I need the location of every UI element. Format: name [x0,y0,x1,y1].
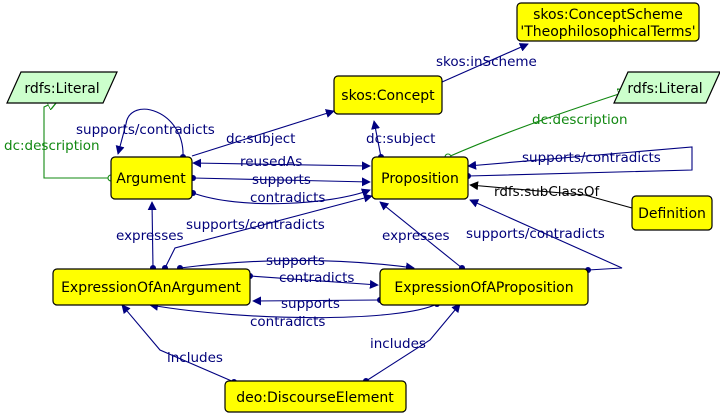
label-supports-expr-upper: supports [266,253,325,269]
node-proposition[interactable]: Proposition [371,156,469,200]
concept-scheme-title: skos:ConceptScheme [533,7,683,23]
edge-argument-self-loop [115,108,184,158]
label-contradicts-expr-lower: contradicts [250,314,325,330]
label-dc-subject-proposition: dc:subject [366,131,435,147]
node-rdfs-literal-left[interactable]: rdfs:Literal [6,71,118,104]
label-supports-expr-lower: supports [281,296,340,312]
node-definition[interactable]: Definition [631,195,713,231]
edge-proposition-self-loop [467,146,693,177]
edge-supports-contradicts-expr-prop [469,199,623,271]
concept-scheme-name: 'TheophilosophicalTerms' [520,24,695,40]
label-contradicts-expr-upper: contradicts [279,270,354,286]
label-supports-arg-prop: supports [252,172,311,188]
definition-label: Definition [638,206,706,222]
edge-dc-subject-argument [191,109,335,157]
label-contradicts-arg-prop: contradicts [250,190,325,206]
edge-labels: skos:inScheme dc:subject dc:subject dc:d… [4,54,661,366]
label-supports-contradicts-expr-prop: supports/contradicts [466,226,605,242]
edge-supports-contradicts-expr-arg [164,193,373,269]
edge-dc-description-left [43,101,111,179]
label-in-scheme: skos:inScheme [436,54,537,70]
node-rdfs-literal-right[interactable]: rdfs:Literal [613,71,720,104]
discourse-element-label: deo:DiscourseElement [236,390,394,406]
node-skos-concept[interactable]: skos:Concept [333,75,443,115]
skos-concept-label: skos:Concept [341,88,435,104]
label-argument-self-loop: supports/contradicts [76,122,215,138]
label-supports-contradicts-expr-arg: supports/contradicts [186,217,325,233]
label-proposition-self-loop: supports/contradicts [522,150,661,166]
label-includes-right: includes [370,336,426,352]
edge-supports-arg-prop [192,177,371,187]
node-concept-scheme[interactable]: skos:ConceptScheme 'TheophilosophicalTer… [516,2,700,42]
rdfs-literal-left-label: rdfs:Literal [24,81,99,97]
edge-supports-expr-lower [252,296,381,306]
edge-sub-class-of [469,181,633,209]
edge-reused-as [192,158,371,171]
label-expresses-argument: expresses [116,228,184,244]
node-expression-of-an-argument[interactable]: ExpressionOfAnArgument [52,268,251,306]
label-dc-subject-argument: dc:subject [226,131,295,147]
expression-of-an-argument-label: ExpressionOfAnArgument [61,280,241,296]
node-argument[interactable]: Argument [110,156,193,200]
edge-contradicts-expr-lower [149,301,438,319]
edge-includes-right [365,303,461,382]
edge-dc-subject-proposition [371,120,382,158]
label-dc-description-left: dc:description [4,138,100,154]
label-includes-left: includes [167,350,223,366]
expression-of-a-proposition-label: ExpressionOfAProposition [394,280,573,296]
edge-supports-expr-upper [179,259,415,272]
label-sub-class-of: rdfs:subClassOf [494,184,601,200]
label-expresses-proposition: expresses [382,228,450,244]
rdfs-literal-right-label: rdfs:Literal [627,81,702,97]
edge-expresses-argument [147,201,157,269]
label-dc-description-right: dc:description [532,112,628,128]
proposition-label: Proposition [381,171,459,187]
node-expression-of-a-proposition[interactable]: ExpressionOfAProposition [379,268,589,306]
node-discourse-element[interactable]: deo:DiscourseElement [224,380,407,413]
edge-contradicts-expr-upper [249,275,379,289]
edge-in-scheme [432,43,529,87]
edge-contradicts-arg-prop [192,188,371,205]
edge-includes-left [121,304,235,383]
label-reused-as: reusedAs [240,154,302,170]
edge-expresses-proposition [379,201,463,269]
argument-label: Argument [116,171,186,187]
edge-dc-description-right [447,91,628,158]
